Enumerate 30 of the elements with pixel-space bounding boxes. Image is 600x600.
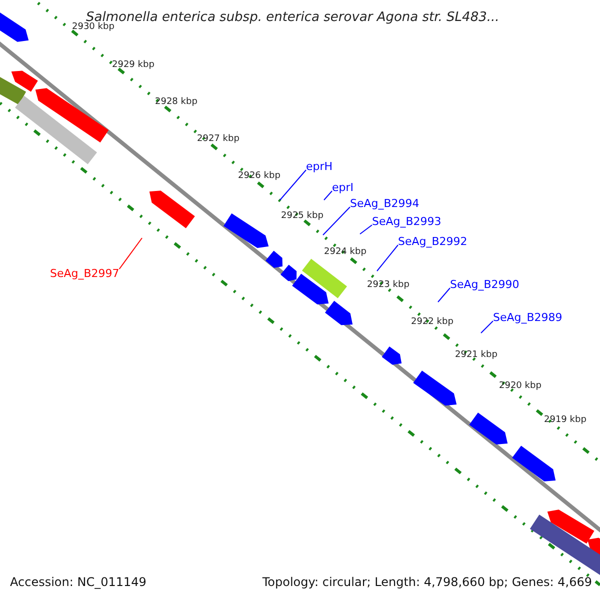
scale-label: 2928 kbp xyxy=(155,98,198,107)
footer-text: Topology: circular; Length: 4,798,660 bp; Genes: 4,669 xyxy=(262,576,592,588)
gene-label: eprI xyxy=(332,182,354,193)
scale-label: 2925 kbp xyxy=(281,212,324,221)
gene-label: SeAg_B2992 xyxy=(398,236,468,247)
leader-line xyxy=(118,238,142,270)
leader-line xyxy=(480,320,494,334)
scale-label: 2922 kbp xyxy=(411,318,454,327)
scale-label: 2927 kbp xyxy=(197,135,240,144)
gene-label: eprH xyxy=(306,161,333,172)
leader-line xyxy=(322,206,350,236)
gene-label: SeAg_B2990 xyxy=(450,279,520,290)
footer-text: Accession: NC_011149 xyxy=(10,576,146,588)
scale-label: 2919 kbp xyxy=(544,416,586,425)
scale-label: 2930 kbp xyxy=(72,23,114,32)
gene-label: SeAg_B2997 xyxy=(50,268,120,279)
gene-label: SeAg_B2989 xyxy=(493,312,562,323)
scale-label: 2920 kbp xyxy=(499,382,542,391)
leader-line xyxy=(360,224,372,234)
scale-label: 2921 kbp xyxy=(455,351,498,360)
scale-label: 2924 kbp xyxy=(324,248,366,257)
scale-label: 2926 kbp xyxy=(238,172,280,181)
leader-line xyxy=(324,190,332,200)
scale-label: 2929 kbp xyxy=(112,61,154,70)
gene-label: SeAg_B2994 xyxy=(350,198,420,209)
leader-line xyxy=(438,288,450,302)
scale-label: 2923 kbp xyxy=(367,281,410,290)
leader-line xyxy=(280,170,306,200)
leader-line xyxy=(376,244,398,272)
gene-label: SeAg_B2993 xyxy=(372,216,442,227)
